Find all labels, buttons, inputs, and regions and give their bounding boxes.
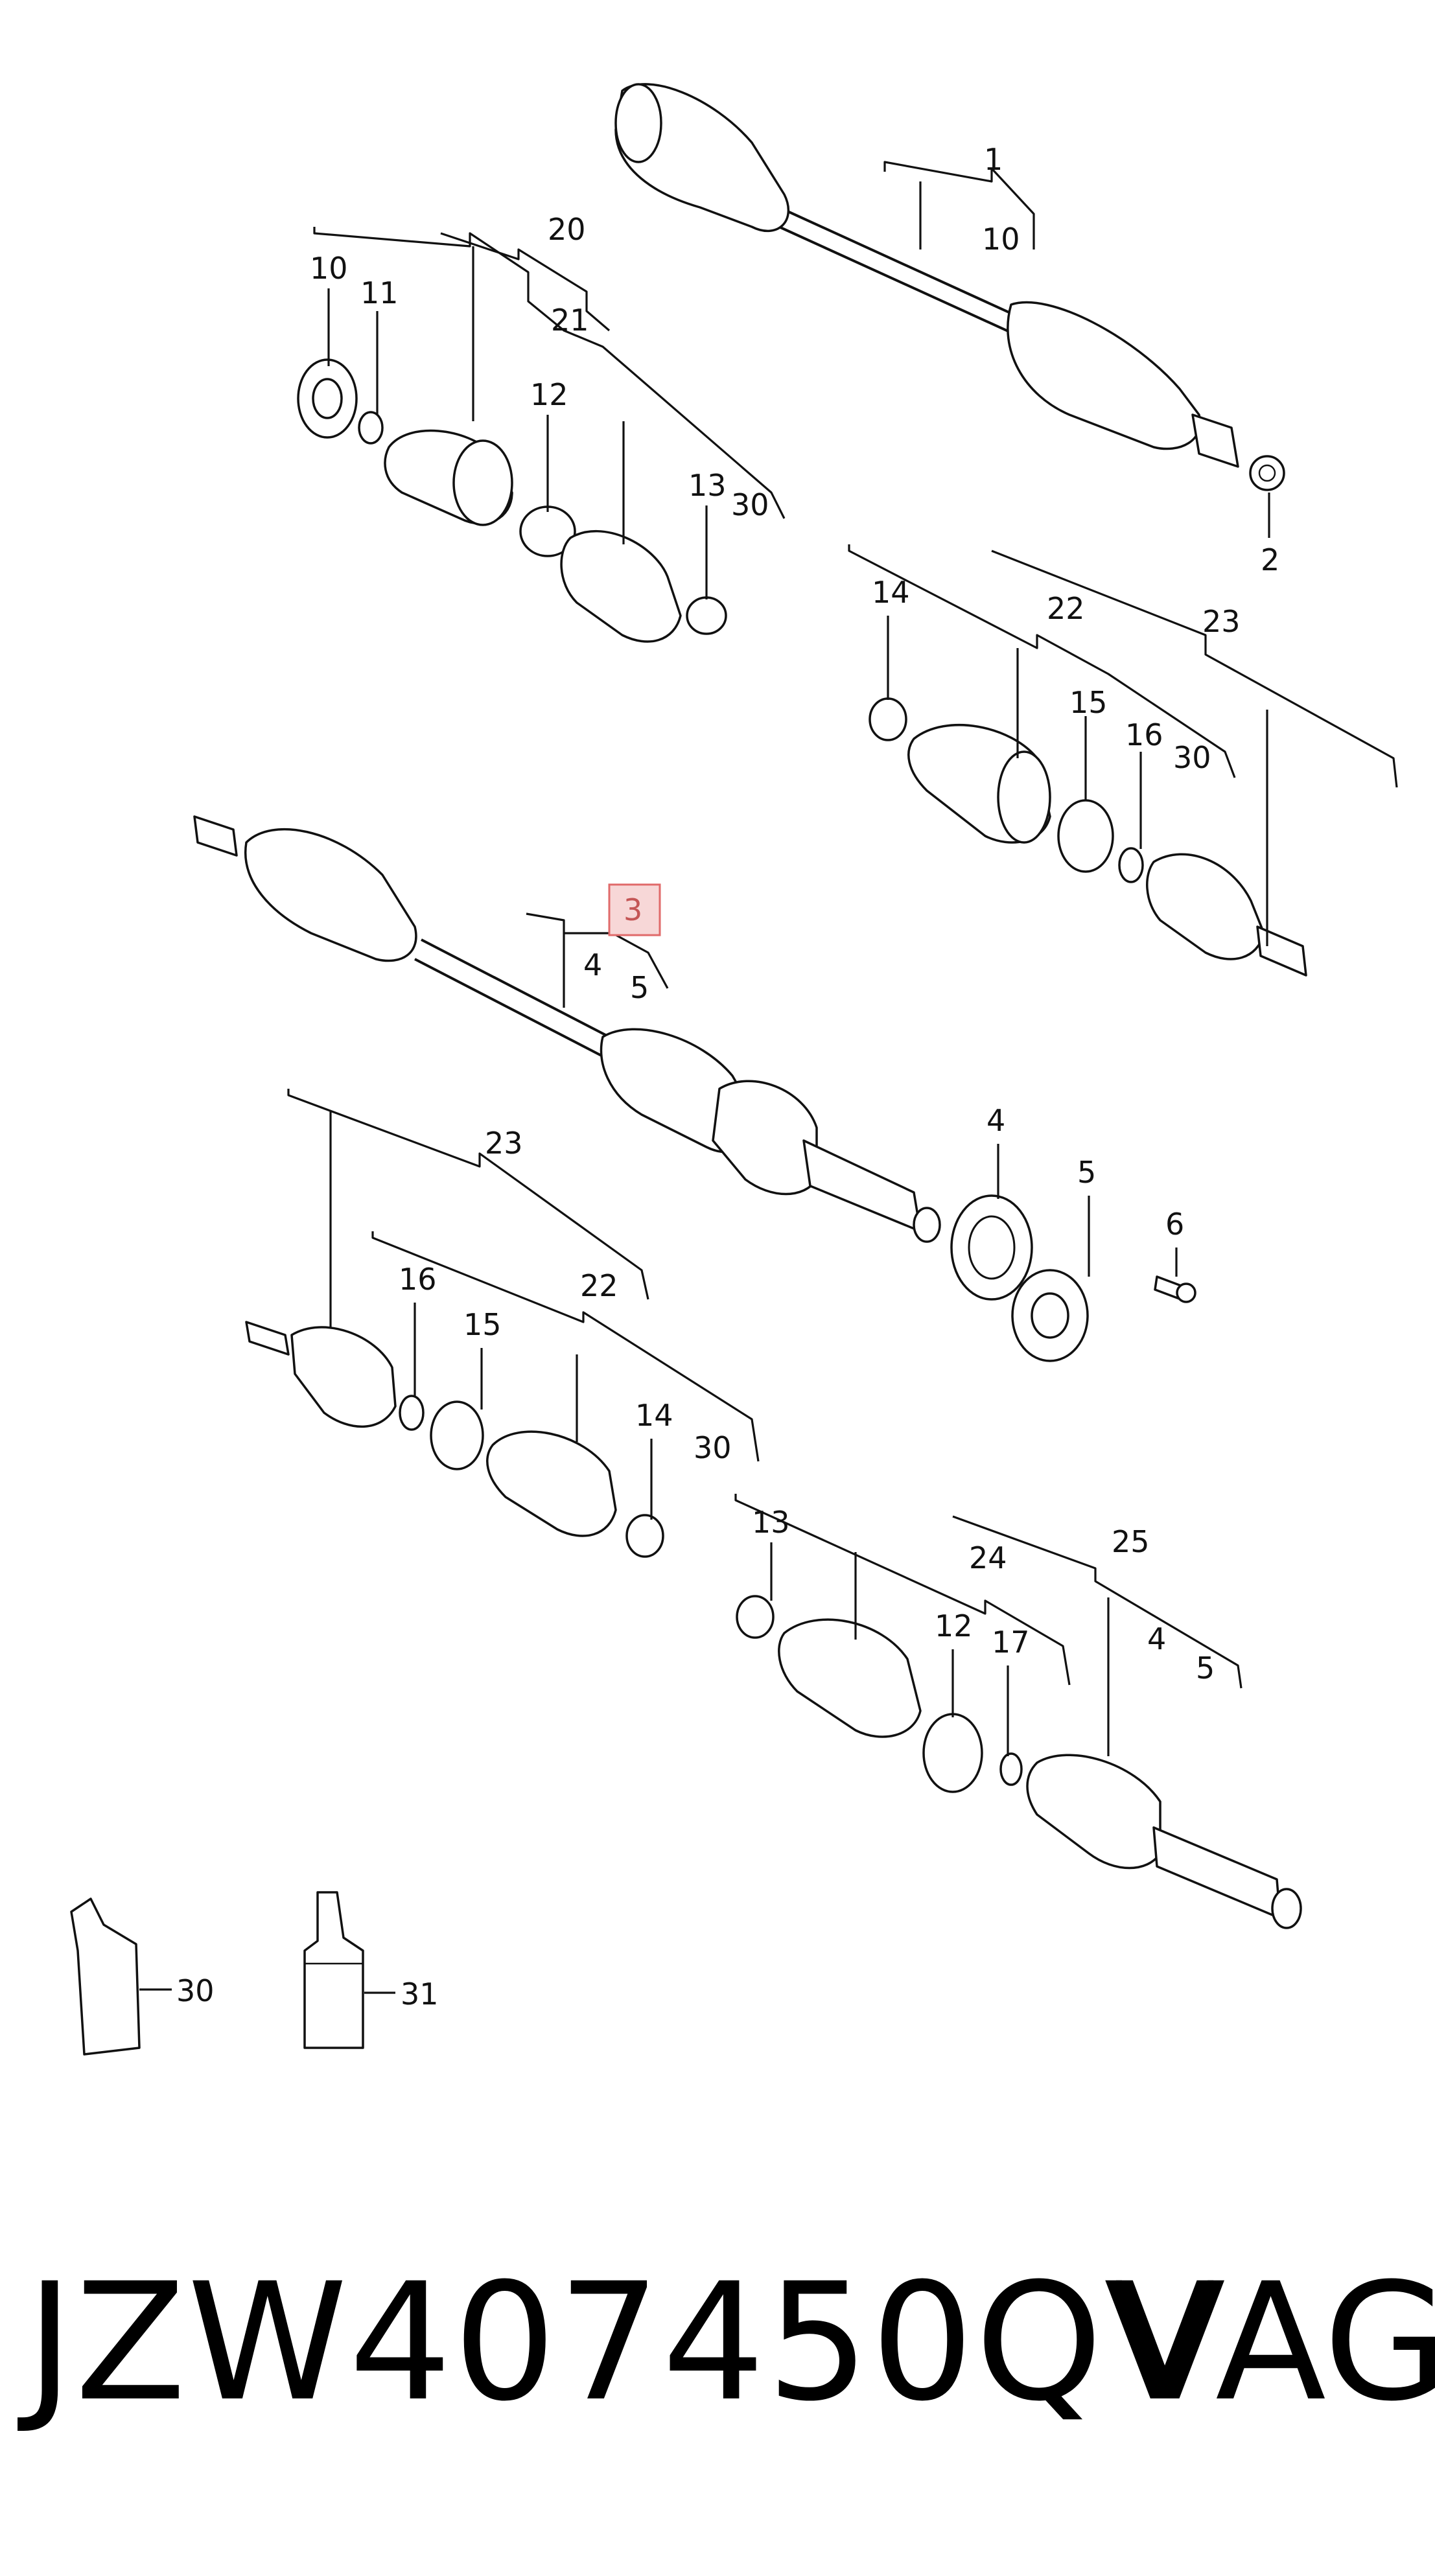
label-5: 5 — [1077, 1155, 1096, 1190]
label-23: 23 — [485, 1126, 523, 1161]
label-22: 22 — [1047, 591, 1085, 626]
label-30: 30 — [731, 487, 769, 522]
label-13: 13 — [752, 1505, 790, 1540]
label-24: 24 — [969, 1540, 1007, 1575]
label-12: 12 — [530, 377, 568, 412]
joint-kit-22-23-lower[interactable] — [245, 1321, 664, 1558]
brand-name: VAG — [1115, 2248, 1435, 2437]
label-20: 20 — [548, 212, 586, 247]
grease-tube-30 — [70, 1897, 141, 2056]
label-30: 30 — [176, 1973, 215, 2008]
label-14: 14 — [635, 1398, 673, 1433]
label-21: 21 — [551, 303, 589, 338]
label-16: 16 — [399, 1262, 437, 1297]
label-6: 6 — [1165, 1207, 1184, 1242]
label-12: 12 — [935, 1608, 973, 1643]
label-25: 25 — [1112, 1524, 1150, 1559]
label-4: 4 — [986, 1103, 1005, 1138]
label-10: 10 — [982, 222, 1020, 257]
label-3: 3 — [624, 892, 642, 927]
drive-shaft-assembly-1[interactable] — [614, 83, 1285, 491]
label-5: 5 — [1196, 1651, 1215, 1686]
drive-shaft-assembly-3[interactable] — [193, 815, 1196, 1362]
joint-kit-20-21[interactable] — [297, 358, 727, 643]
label-15: 15 — [463, 1307, 502, 1342]
label-14: 14 — [872, 575, 910, 610]
leader-lines — [139, 161, 1398, 1994]
highlight-box-3 — [608, 883, 661, 936]
joint-kit-24-25[interactable] — [736, 1595, 1302, 1929]
label-1: 1 — [984, 142, 1003, 177]
label-15: 15 — [1069, 685, 1108, 720]
part-number: JZW407450QV — [26, 2248, 1217, 2437]
label-30: 30 — [1173, 740, 1211, 775]
label-16: 16 — [1125, 717, 1163, 752]
label-17: 17 — [992, 1625, 1030, 1660]
label-13: 13 — [688, 468, 727, 503]
callout-labels: 1 10 2 20 10 11 21 12 13 30 14 22 23 15 … — [176, 142, 1279, 2012]
label-4: 4 — [1147, 1621, 1166, 1656]
label-11: 11 — [360, 275, 399, 310]
joint-kit-22-23-upper[interactable] — [869, 697, 1307, 977]
label-10: 10 — [310, 251, 348, 286]
label-2: 2 — [1261, 542, 1279, 577]
sealant-bottle-31 — [303, 1891, 364, 2049]
label-31: 31 — [401, 1977, 439, 2012]
label-5: 5 — [630, 970, 649, 1005]
label-30: 30 — [694, 1430, 732, 1465]
label-22: 22 — [580, 1268, 618, 1303]
label-23: 23 — [1202, 604, 1241, 639]
label-4: 4 — [583, 947, 602, 982]
